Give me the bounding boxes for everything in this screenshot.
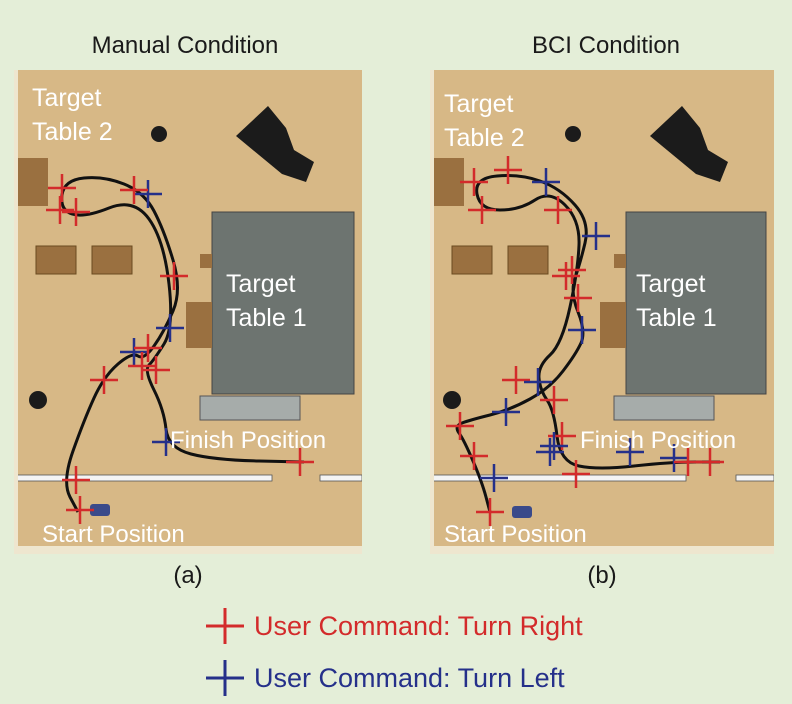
target-table-2-label: Table 2	[32, 118, 113, 146]
plant-icon	[443, 391, 461, 409]
red-cross-icon	[206, 608, 244, 644]
turn-right-marker	[494, 156, 522, 184]
turn-left-marker	[480, 464, 508, 492]
target-table-2-label: Target	[444, 90, 514, 118]
start-position-label: Start Position	[42, 521, 185, 548]
target-table-1-label: Target	[226, 270, 296, 298]
legend-label-turn-right: User Command: Turn Right	[254, 610, 583, 641]
turn-right-marker	[46, 196, 74, 224]
table-shape	[91, 245, 133, 275]
turn-left-marker	[524, 368, 552, 396]
finish-position-label: Finish Position	[580, 427, 736, 454]
turn-left-marker	[660, 444, 688, 472]
turn-left-marker	[582, 222, 610, 250]
table-shape	[507, 245, 549, 275]
wall-left	[430, 70, 434, 554]
legend-label-turn-left: User Command: Turn Left	[254, 662, 565, 693]
turn-left-marker	[616, 438, 644, 466]
turn-right-marker	[120, 176, 148, 204]
turn-right-marker	[502, 366, 530, 394]
turn-right-marker	[564, 284, 592, 312]
turn-left-marker	[536, 438, 564, 466]
trajectory-path	[455, 174, 720, 513]
target-table-2-label: Target	[32, 84, 102, 112]
wall-bottom	[14, 546, 362, 554]
target-table-1-label: Target	[636, 270, 706, 298]
chair-shape	[186, 302, 212, 348]
turn-right-marker	[90, 366, 118, 394]
plant-icon	[151, 126, 167, 142]
turn-left-marker	[492, 398, 520, 426]
blue-cross-icon	[206, 660, 244, 696]
start-position-label: Start Position	[444, 521, 587, 548]
manual-condition-map: Target Table 2 Target Table 1 Finish Pos…	[14, 70, 362, 554]
wheelchair-icon	[90, 504, 110, 516]
turn-right-marker	[48, 174, 76, 202]
wall-segment	[14, 474, 273, 482]
turn-right-marker	[562, 460, 590, 488]
chair-shape	[600, 302, 626, 348]
turn-right-marker	[558, 256, 586, 284]
turn-left-marker	[152, 428, 180, 456]
table-shape	[451, 245, 493, 275]
bci-condition-map: Target Table 2 Target Table 1 Finish Pos…	[430, 70, 774, 554]
wall-segment	[735, 474, 774, 482]
turn-left-marker	[532, 168, 560, 196]
turn-right-marker	[66, 496, 94, 524]
turn-right-marker	[544, 196, 572, 224]
turn-right-marker	[286, 448, 314, 476]
turn-right-marker	[62, 466, 90, 494]
wall-bottom	[430, 546, 774, 554]
wall-left	[14, 70, 18, 554]
turn-right-marker	[696, 448, 724, 476]
piano-shape	[236, 106, 314, 182]
counter-shape	[199, 395, 301, 421]
legend-turn-right: User Command: Turn Right	[204, 606, 583, 646]
turn-right-marker	[134, 334, 162, 362]
turn-right-marker	[160, 262, 188, 290]
turn-right-marker	[62, 198, 90, 226]
turn-right-marker	[552, 262, 580, 290]
finish-position-label: Finish Position	[170, 427, 326, 454]
bci-condition-title: BCI Condition	[531, 32, 681, 59]
turn-right-marker	[476, 498, 504, 526]
counter-shape	[613, 395, 715, 421]
target-table-1-label: Table 1	[636, 304, 717, 332]
wall-segment	[430, 474, 687, 482]
turn-right-marker	[128, 352, 156, 380]
turn-right-marker	[460, 168, 488, 196]
piano-shape	[650, 106, 728, 182]
chair-shape	[200, 254, 212, 268]
panel-a-caption: (a)	[173, 562, 203, 589]
panel-b-caption: (b)	[587, 562, 617, 589]
wheelchair-icon	[512, 506, 532, 518]
turn-right-marker	[446, 412, 474, 440]
target-table-2-shape	[434, 158, 464, 206]
chair-shape	[614, 254, 626, 268]
target-table-1-label: Table 1	[226, 304, 307, 332]
legend-turn-left: User Command: Turn Left	[204, 658, 565, 698]
turn-right-marker	[460, 442, 488, 470]
plant-icon	[29, 391, 47, 409]
target-table-1-shape	[625, 211, 767, 395]
turn-left-marker	[568, 316, 596, 344]
turn-right-marker	[540, 386, 568, 414]
turn-left-marker	[540, 432, 568, 460]
trajectory-path	[60, 176, 305, 513]
turn-right-marker	[142, 356, 170, 384]
table-shape	[35, 245, 77, 275]
turn-left-marker	[134, 180, 162, 208]
turn-left-marker	[120, 338, 148, 366]
turn-right-marker	[468, 196, 496, 224]
target-table-2-label: Table 2	[444, 124, 525, 152]
manual-condition-title: Manual Condition	[91, 32, 279, 59]
turn-left-marker	[156, 314, 184, 342]
target-table-1-shape	[211, 211, 355, 395]
plant-icon	[565, 126, 581, 142]
wall-segment	[319, 474, 362, 482]
target-table-2-shape	[18, 158, 48, 206]
